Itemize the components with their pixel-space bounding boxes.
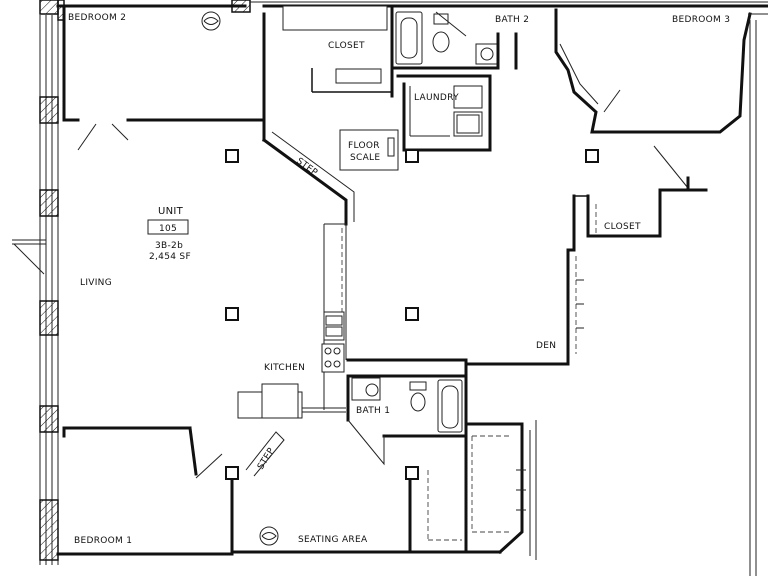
closet-right: CLOSET xyxy=(572,188,708,252)
bath-1: BATH 1 xyxy=(346,358,468,466)
closet-shelf xyxy=(282,5,388,31)
unit-area: 2,454 SF xyxy=(149,252,191,262)
exterior-left-wall xyxy=(12,0,59,565)
room-label-seating-area: SEATING AREA xyxy=(298,535,368,545)
room-label-closet-top: CLOSET xyxy=(328,41,365,51)
kitchen: KITCHEN xyxy=(237,223,347,419)
sink-icon xyxy=(480,47,494,61)
closet-bench xyxy=(335,68,382,84)
wall-pier xyxy=(39,405,59,433)
wall-pier xyxy=(39,96,59,124)
bath-1-sink-icon xyxy=(365,383,379,397)
wall-pier xyxy=(39,189,59,217)
ceiling-fan-icon xyxy=(201,11,221,31)
floor-scale-display-icon xyxy=(387,137,395,157)
room-label-bath-1: BATH 1 xyxy=(356,406,390,416)
room-label-laundry: LAUNDRY xyxy=(414,93,459,103)
room-label-bedroom-1: BEDROOM 1 xyxy=(74,536,132,546)
structural-columns xyxy=(225,149,599,480)
unit-type: 3B-2b xyxy=(155,241,183,251)
wall-pier xyxy=(39,300,59,336)
bath-1-toilet-tank-icon xyxy=(409,381,427,391)
hall-step: STEP xyxy=(261,131,355,226)
step-label-upper: STEP xyxy=(294,156,319,178)
unit-number: 105 xyxy=(159,224,177,234)
toilet-tank-icon xyxy=(433,13,449,25)
toilet-icon xyxy=(432,31,450,53)
kitchen-counter xyxy=(261,383,299,419)
floor-scale-label-line2: SCALE xyxy=(350,153,380,163)
closet-top: CLOSET xyxy=(282,4,394,98)
column xyxy=(405,466,419,480)
den: DEN xyxy=(464,248,584,366)
step-label-lower: STEP xyxy=(256,446,277,471)
bedroom-3: BEDROOM 3 xyxy=(554,8,768,576)
floor-scale: FLOOR SCALE xyxy=(339,129,399,171)
cooktop-icon xyxy=(321,343,345,373)
unit-number-box xyxy=(147,219,189,235)
bedroom-2: BEDROOM 2 xyxy=(62,4,266,151)
room-label-bath-2: BATH 2 xyxy=(495,15,529,25)
unit-label: UNIT xyxy=(158,206,184,217)
column xyxy=(405,307,419,321)
bath-1-toilet-icon xyxy=(410,392,426,412)
laundry: LAUNDRY xyxy=(396,74,492,152)
room-label-living: LIVING xyxy=(80,278,112,288)
bedroom-1: BEDROOM 1 xyxy=(56,426,234,556)
bath-2: BATH 2 xyxy=(390,11,529,70)
column xyxy=(405,149,419,163)
dryer-icon xyxy=(453,85,483,109)
room-label-bedroom-3: BEDROOM 3 xyxy=(672,15,730,25)
room-label-den: DEN xyxy=(536,341,556,351)
wall-pier xyxy=(39,499,59,561)
floor-scale-label-line1: FLOOR xyxy=(348,141,380,151)
seating-area: SEATING AREA xyxy=(230,420,537,560)
room-label-closet-right: CLOSET xyxy=(604,222,641,232)
wall-pier xyxy=(39,0,59,15)
column xyxy=(225,149,239,163)
lower-step: STEP xyxy=(245,431,285,477)
column xyxy=(585,149,599,163)
unit-info: UNIT 105 3B-2b 2,454 SF xyxy=(147,206,191,262)
column xyxy=(225,466,239,480)
ceiling-fan-icon xyxy=(259,526,279,546)
room-label-bedroom-2: BEDROOM 2 xyxy=(68,13,126,23)
column xyxy=(225,307,239,321)
room-label-kitchen: KITCHEN xyxy=(264,363,305,373)
